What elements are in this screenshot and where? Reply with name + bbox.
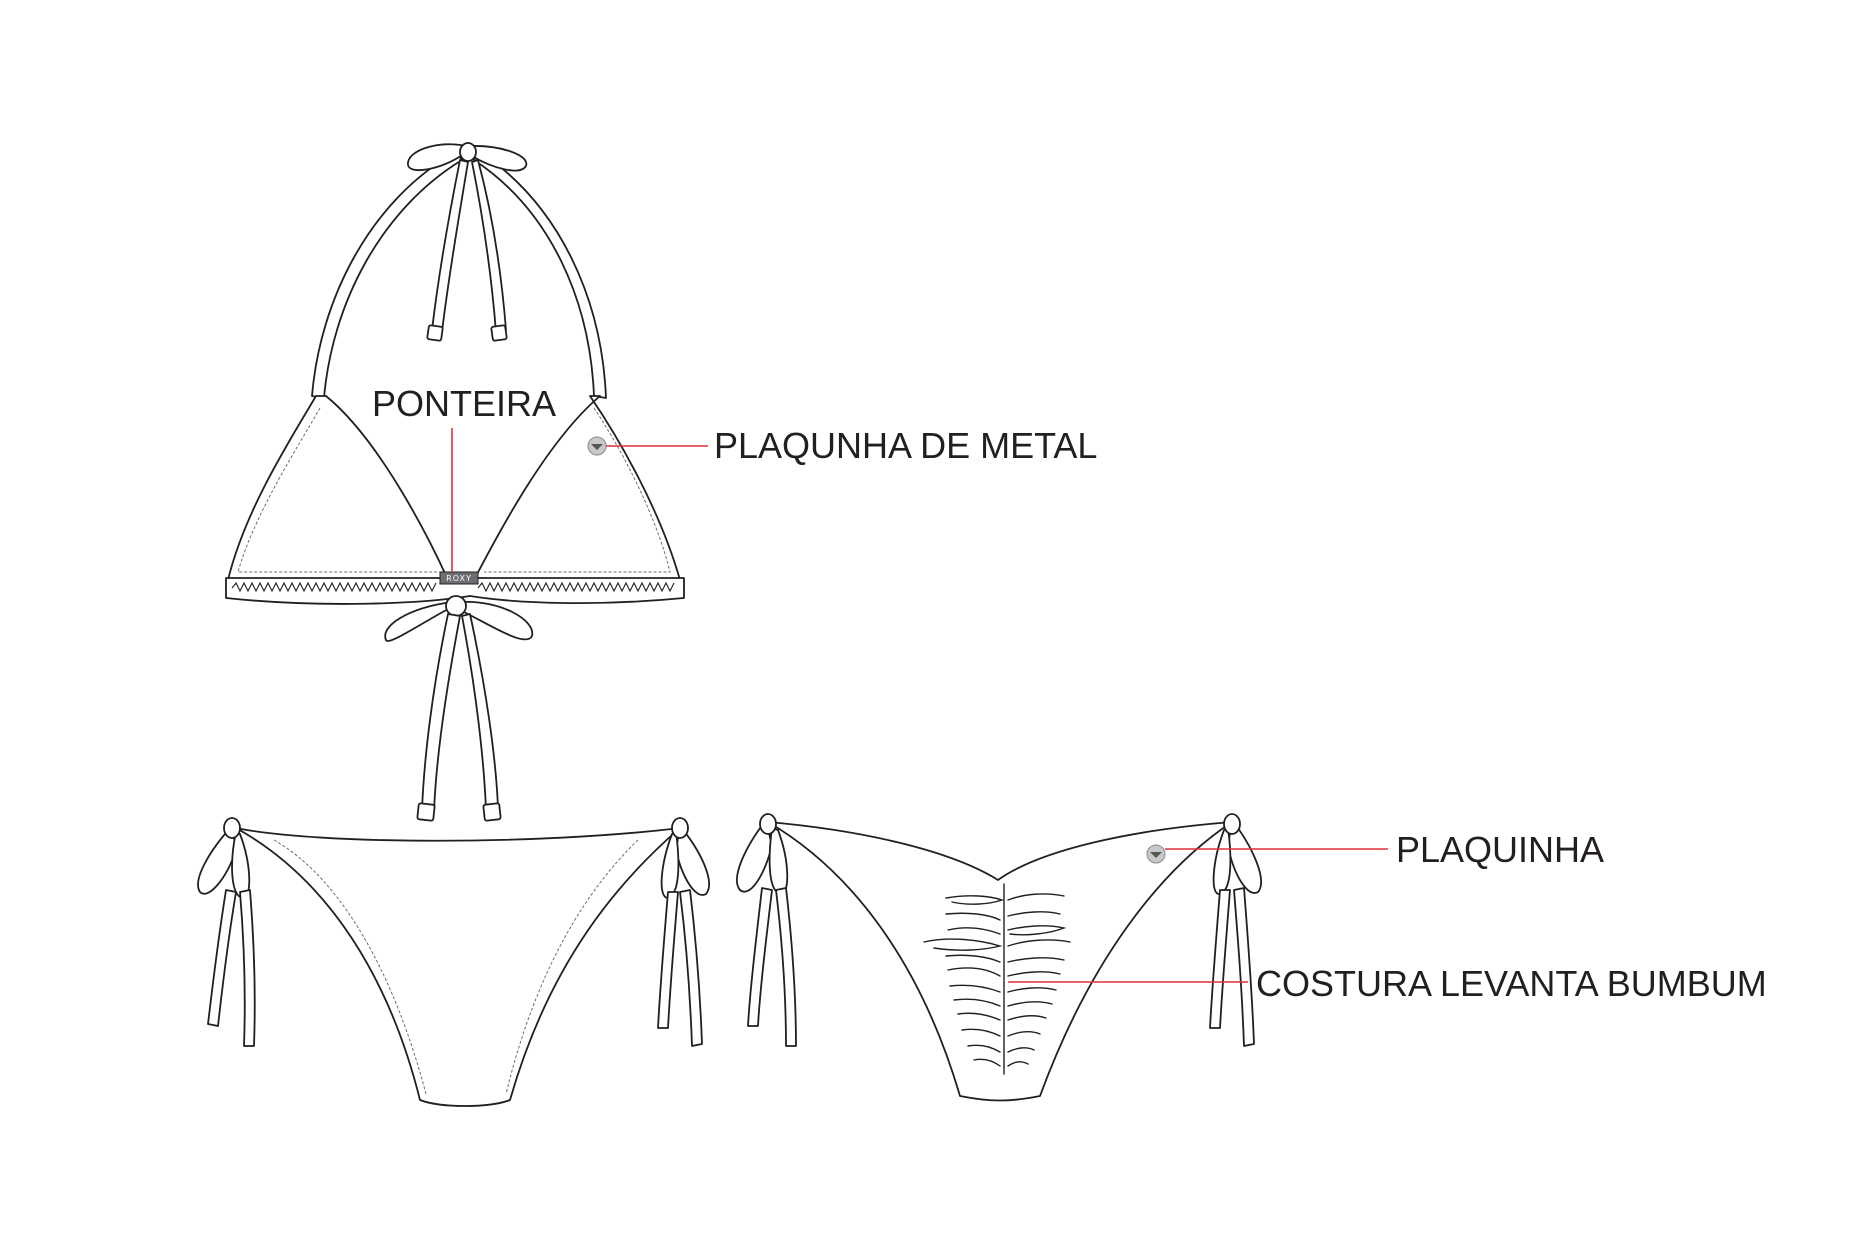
bottom-front-body [235,827,681,1107]
bottom-back-tie-left-knot [759,813,777,835]
metal-plate-bottom-logo-icon [1150,852,1162,858]
front-bow-loop-left [384,601,453,642]
bottom-back-tie-left-tail1 [747,887,773,1027]
bottom-back-tie-right-loop [1227,819,1262,894]
bottom-front-tie-right-tail1 [657,891,679,1029]
neck-bow-tail-right [471,159,507,333]
bottom-front-tie-right-knot [671,817,689,839]
front-bow-tail-right [461,613,499,811]
cup-right-stitching [484,407,671,573]
bottom-front-tie-left-loop2 [231,831,251,899]
front-tail-tip-right [482,802,502,822]
neck-tail-tip-left [426,324,444,342]
bottom-front-tie-left-knot [223,817,241,839]
bottom-front-stitch-left [273,839,427,1095]
neck-bow-loop-right [469,145,528,172]
roxy-tag-text: ROXY [446,574,472,583]
bottom-front-tie-left-tail1 [207,889,237,1027]
bottom-front-tie-right-tail2 [679,889,703,1047]
bottom-front-tie-right-loop [675,825,710,896]
bottom-back-tie-left-loop2 [768,827,789,895]
front-bow-knot [445,595,467,617]
label-ponteira: PONTEIRA [372,383,556,424]
bottom-back-tie-right-tail1 [1209,889,1231,1029]
bottom-back-tie-right-loop2 [1212,827,1232,895]
ruching-right-gathers [1007,893,1071,1067]
bottom-back-tie-left-tail2 [775,887,797,1047]
metal-plate-top-logo-icon [591,444,603,450]
ruching-left-gathers [923,895,1005,1067]
bottom-back-tie-right-tail2 [1233,887,1255,1047]
bottom-front-tie-left-loop [197,825,237,895]
neck-tail-tip-right [490,324,508,342]
front-bow-loop-right [461,601,533,641]
bottom-front-tie-left-tail2 [239,889,256,1047]
bikini-bottom-front [197,817,710,1107]
front-tail-tip-left [416,802,436,822]
bottom-front-stitch-right [505,839,639,1095]
bottom-back-tie-right-knot [1223,813,1241,835]
roxy-tag [439,571,479,585]
callouts: PONTEIRA PLAQUNHA DE METAL PLAQUINHA COS… [372,383,1767,1004]
bikini-top: ROXY [225,142,685,822]
neck-bow-knot [459,142,477,162]
neck-bow-tail-left [431,159,469,333]
bikini-bottom-back [736,813,1262,1102]
underbust-elastic-gathers [231,581,675,593]
bottom-back-tie-left-loop [736,819,773,893]
label-plaquinha: PLAQUINHA [1396,829,1604,870]
neck-bow-loop-left [407,143,467,172]
label-costura-levanta-bumbum: COSTURA LEVANTA BUMBUM [1256,963,1767,1004]
front-bow-tail-left [421,613,461,813]
label-plaqunha-de-metal: PLAQUNHA DE METAL [714,425,1097,466]
cup-left-stitching [237,407,440,573]
